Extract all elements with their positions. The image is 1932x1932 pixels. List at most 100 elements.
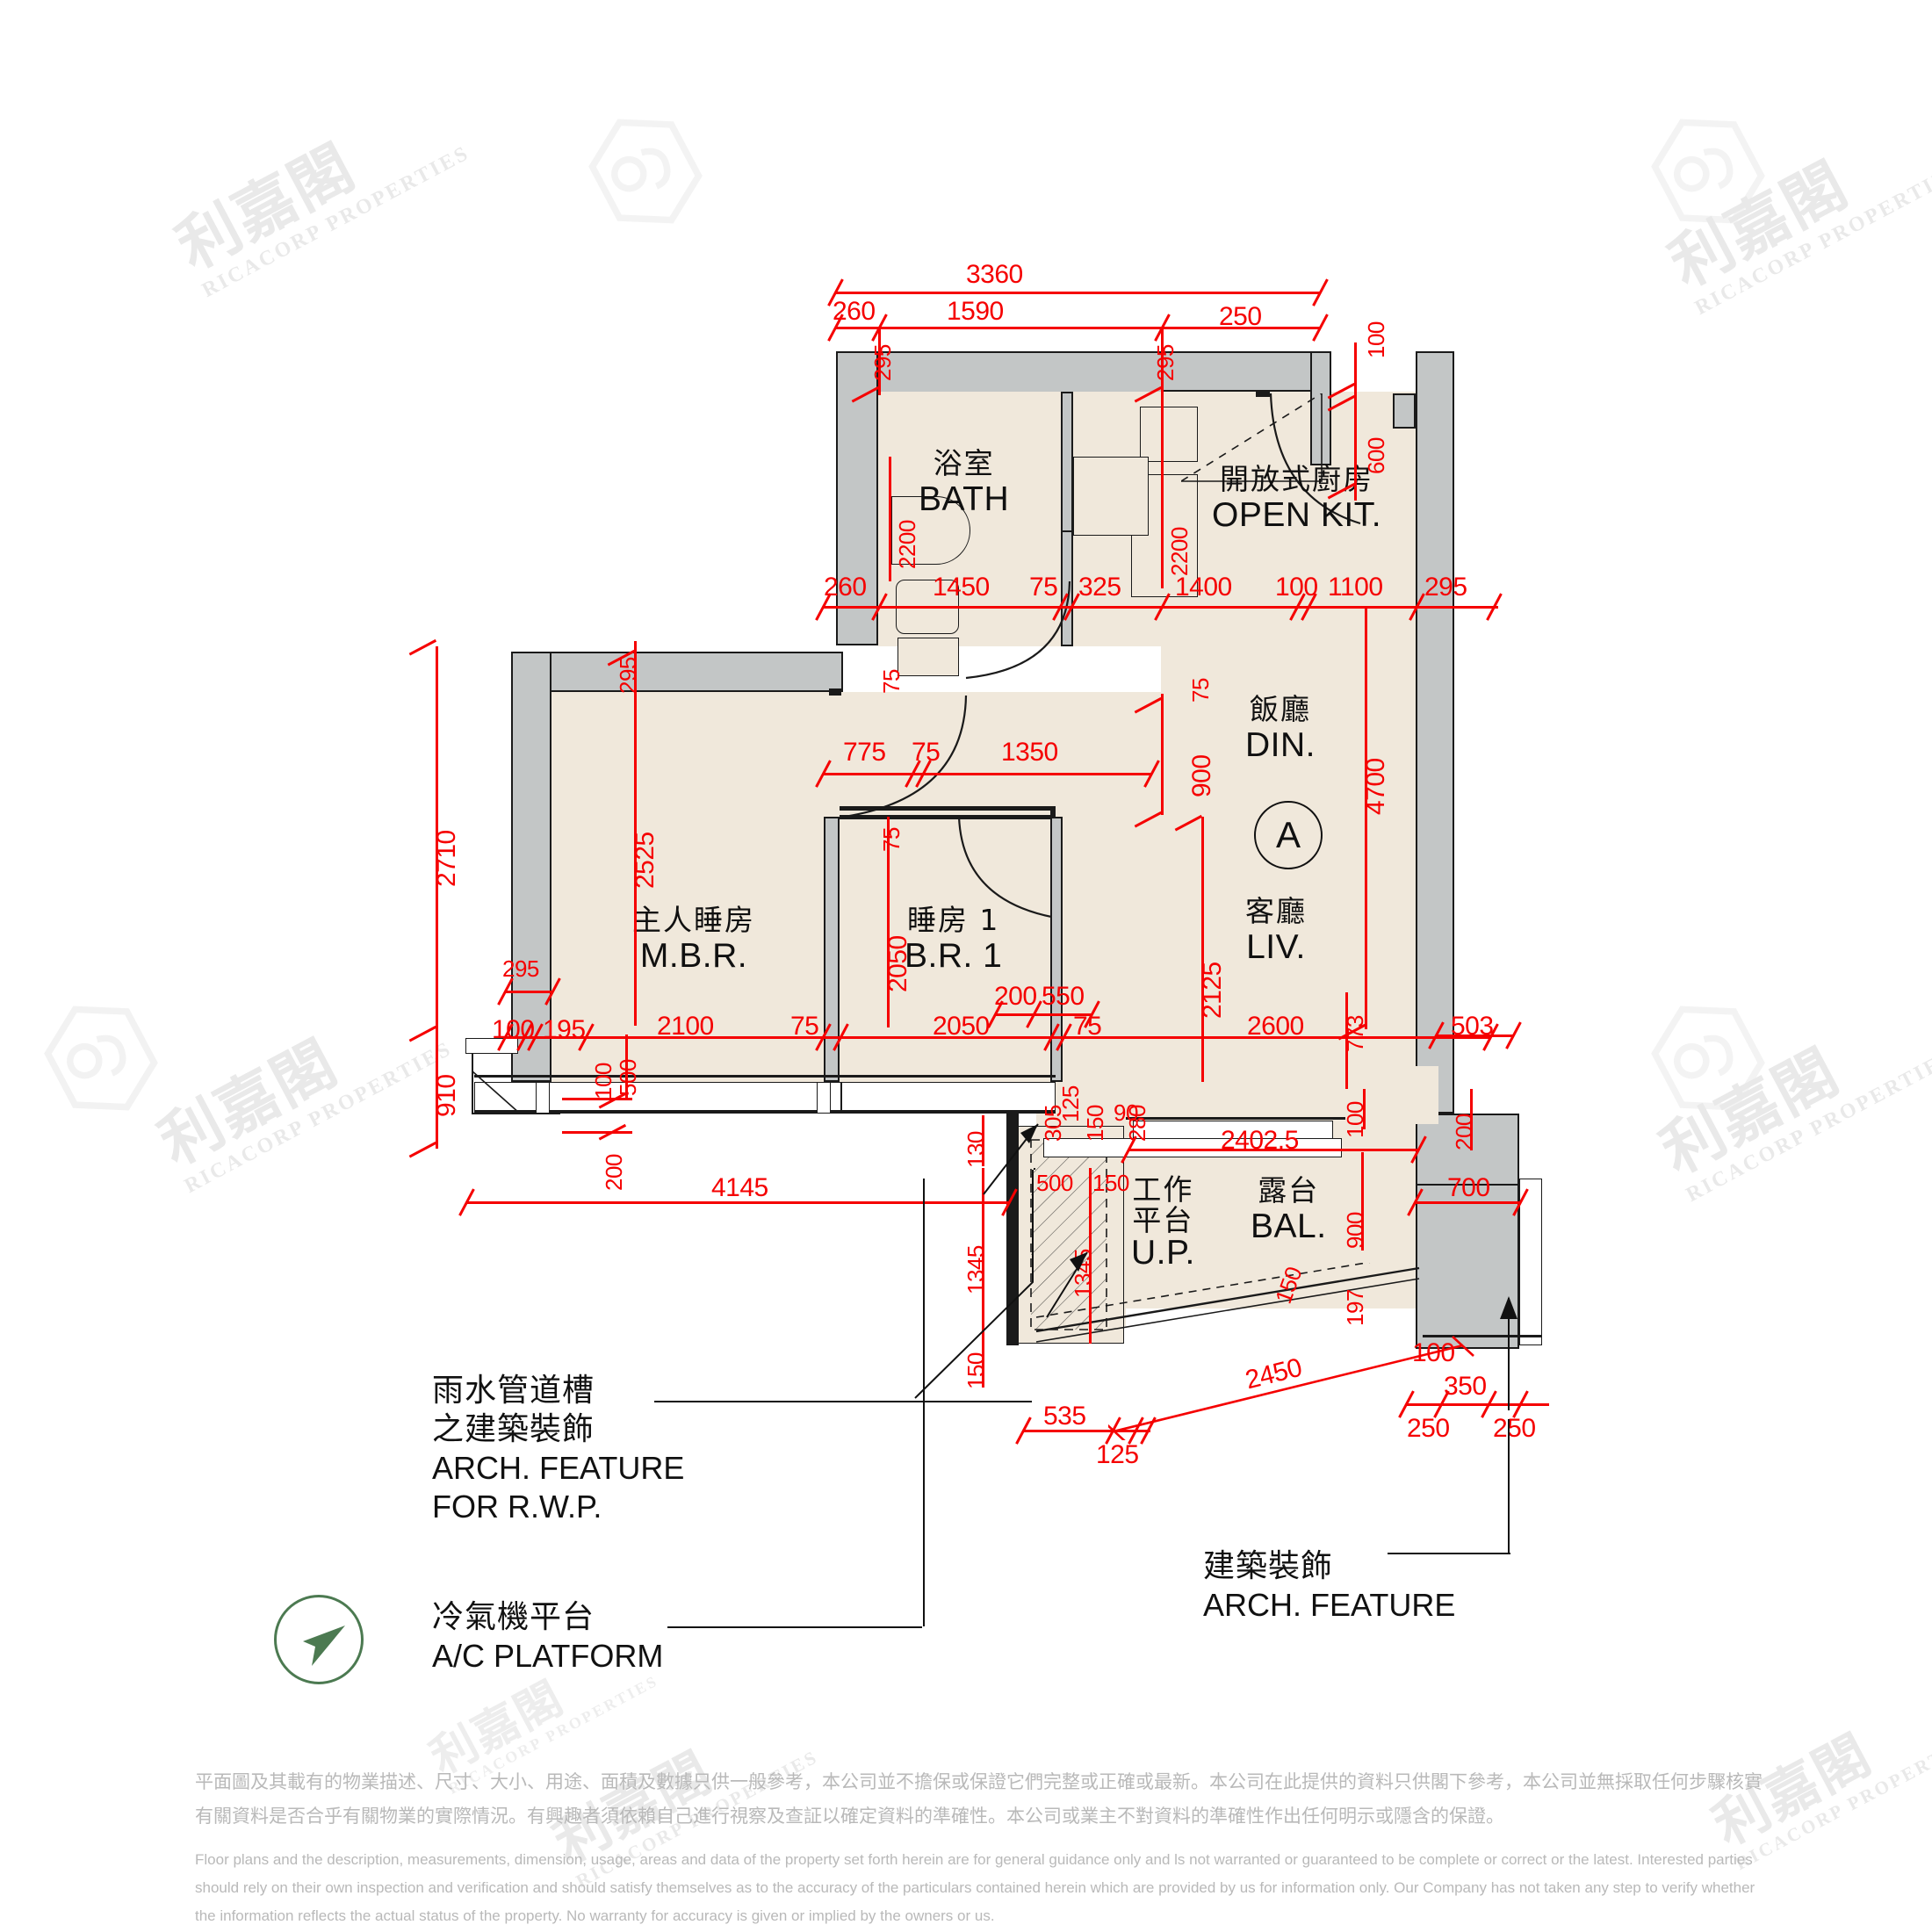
dim-line-3360: [836, 292, 1321, 294]
dim-line-775-75-1350: [824, 773, 1152, 775]
dim-text-1350: 1350: [1001, 738, 1058, 767]
dim-text-100: 100: [1363, 321, 1389, 358]
dim-tick: [408, 638, 436, 656]
dim-text-295: 295: [502, 955, 539, 982]
room-label-balcony: 露台 BAL.: [1251, 1173, 1327, 1245]
wall-hall-right: [1061, 392, 1073, 532]
wall-br1-top: [840, 815, 1056, 819]
dim-line-200-550: [996, 1013, 1092, 1016]
dim-text-2100: 2100: [657, 1012, 714, 1041]
dim-text-1100: 1100: [1328, 573, 1383, 602]
callout-rwp: 雨水管道槽 之建築裝飾 ARCH. FEATURE FOR R.W.P.: [432, 1373, 685, 1525]
room-kitchen-floor: [1161, 392, 1416, 646]
sill-line: [474, 1110, 1056, 1113]
entrance-door-symbol: [1181, 393, 1323, 482]
dim-line-2710: [436, 646, 438, 1033]
room-label-utility-platform: 工作 平台 U.P.: [1131, 1172, 1195, 1272]
dim-line-2525: [634, 657, 637, 1026]
dim-line-100r: [1363, 1089, 1366, 1129]
leader-acp-path: [923, 1179, 925, 1626]
dim-line-500-v: [625, 1034, 628, 1098]
dim-text-75: 75: [912, 738, 941, 767]
partition-outline: [824, 817, 840, 1082]
fixture-kitchen-sink: [1073, 457, 1149, 536]
dim-text-4145: 4145: [711, 1173, 768, 1202]
dim-text-200: 200: [1451, 1114, 1477, 1150]
balcony-railing: [1035, 1263, 1420, 1343]
dim-text-195: 195: [543, 1015, 586, 1044]
dim-text-260: 260: [833, 297, 876, 326]
dim-text-295: 295: [1152, 344, 1179, 381]
dim-line-200h2: [562, 1131, 632, 1134]
dim-line-260-1590-250: [836, 327, 1321, 329]
unit-marker-a: A: [1254, 801, 1323, 869]
dim-line-535-125: [1024, 1430, 1150, 1432]
dim-text-295: 295: [869, 344, 896, 381]
dim-text-125: 125: [1096, 1440, 1139, 1469]
dim-text-75: 75: [878, 827, 905, 852]
wall-main-top-left: [511, 652, 843, 692]
dim-text-775: 775: [843, 738, 886, 767]
br1-door-swing: [957, 816, 1062, 920]
arch-feature-box-right: [1519, 1179, 1542, 1345]
dim-tick: [408, 1141, 436, 1158]
room-label-dining: 飯廳 DIN.: [1245, 692, 1316, 764]
room-label-master-bedroom: 主人睡房 M.B.R.: [632, 903, 755, 975]
room-main-floor: [551, 692, 1416, 1082]
liv-band-line: [1126, 1117, 1345, 1120]
callout-ac-platform: 冷氣機平台 A/C PLATFORM: [432, 1599, 664, 1674]
window-br1: [841, 1082, 1056, 1114]
bay-corner-left: [472, 1040, 560, 1114]
compass-needle-icon: [303, 1626, 345, 1666]
dim-text-2402: 2402.5: [1221, 1126, 1299, 1155]
wall-kitchen-top: [1161, 351, 1323, 392]
dim-text-2050: 2050: [883, 935, 912, 992]
dim-text-2525: 2525: [631, 832, 660, 889]
dim-line-503: [1437, 1034, 1514, 1037]
dim-line-600: [1354, 342, 1357, 501]
dim-text-2600: 2600: [1247, 1012, 1304, 1041]
dim-text-900: 900: [1187, 754, 1216, 797]
dim-line-250-350-250: [1407, 1403, 1549, 1406]
dim-text-250: 250: [1219, 302, 1262, 331]
leader-arch-elbow: [1508, 1419, 1510, 1554]
dim-text-150: 150: [1082, 1105, 1108, 1142]
dim-line-4145: [467, 1201, 1010, 1204]
dim-line-150-ac: [982, 1335, 984, 1388]
dim-text-75: 75: [790, 1012, 819, 1041]
dim-line-295-ll: [506, 991, 553, 993]
dim-text-295: 295: [615, 657, 641, 694]
dim-text-503: 503: [1451, 1012, 1494, 1041]
dim-text-600: 600: [1363, 437, 1389, 474]
dim-text-200: 200: [994, 982, 1037, 1011]
room-label-bedroom-1: 睡房 1 B.R. 1: [905, 903, 1003, 975]
disclaimer-block: 平面圖及其載有的物業描述、尺寸、大小、用途、面積及數據只供一般參考，本公司並不擔…: [195, 1765, 1767, 1931]
dim-text-295: 295: [1424, 573, 1467, 602]
dim-text-1590: 1590: [947, 297, 1004, 326]
dim-text-100: 100: [492, 1015, 535, 1044]
dim-text-910: 910: [432, 1074, 461, 1117]
dim-text-700: 700: [1447, 1173, 1490, 1202]
dim-text-100: 100: [590, 1063, 616, 1099]
dim-line-1345-2: [1089, 1168, 1092, 1344]
dim-text-75: 75: [1073, 1012, 1102, 1041]
dim-text-2200: 2200: [1166, 527, 1193, 576]
leader-arch: [1388, 1553, 1510, 1554]
sill-line: [474, 1075, 1056, 1078]
window-mbr: [474, 1082, 841, 1114]
door-jamb: [829, 688, 841, 696]
dim-text-350: 350: [1444, 1372, 1487, 1401]
leader-rwp: [654, 1401, 1032, 1402]
wall-main-left: [511, 652, 551, 1082]
dim-line-200h: [562, 1098, 632, 1100]
mbr-door-swing: [844, 695, 968, 818]
wall-br1-top2: [840, 806, 1056, 811]
room-right-jog: [1416, 1066, 1438, 1124]
dim-text-2710: 2710: [432, 830, 461, 887]
dim-tick: [408, 1025, 436, 1042]
ac-platform-hatch: [1030, 1139, 1107, 1330]
dim-line-900-din: [1161, 694, 1164, 815]
wall-main-right-upper: [1416, 351, 1454, 1114]
dim-line-130: [982, 1115, 984, 1166]
